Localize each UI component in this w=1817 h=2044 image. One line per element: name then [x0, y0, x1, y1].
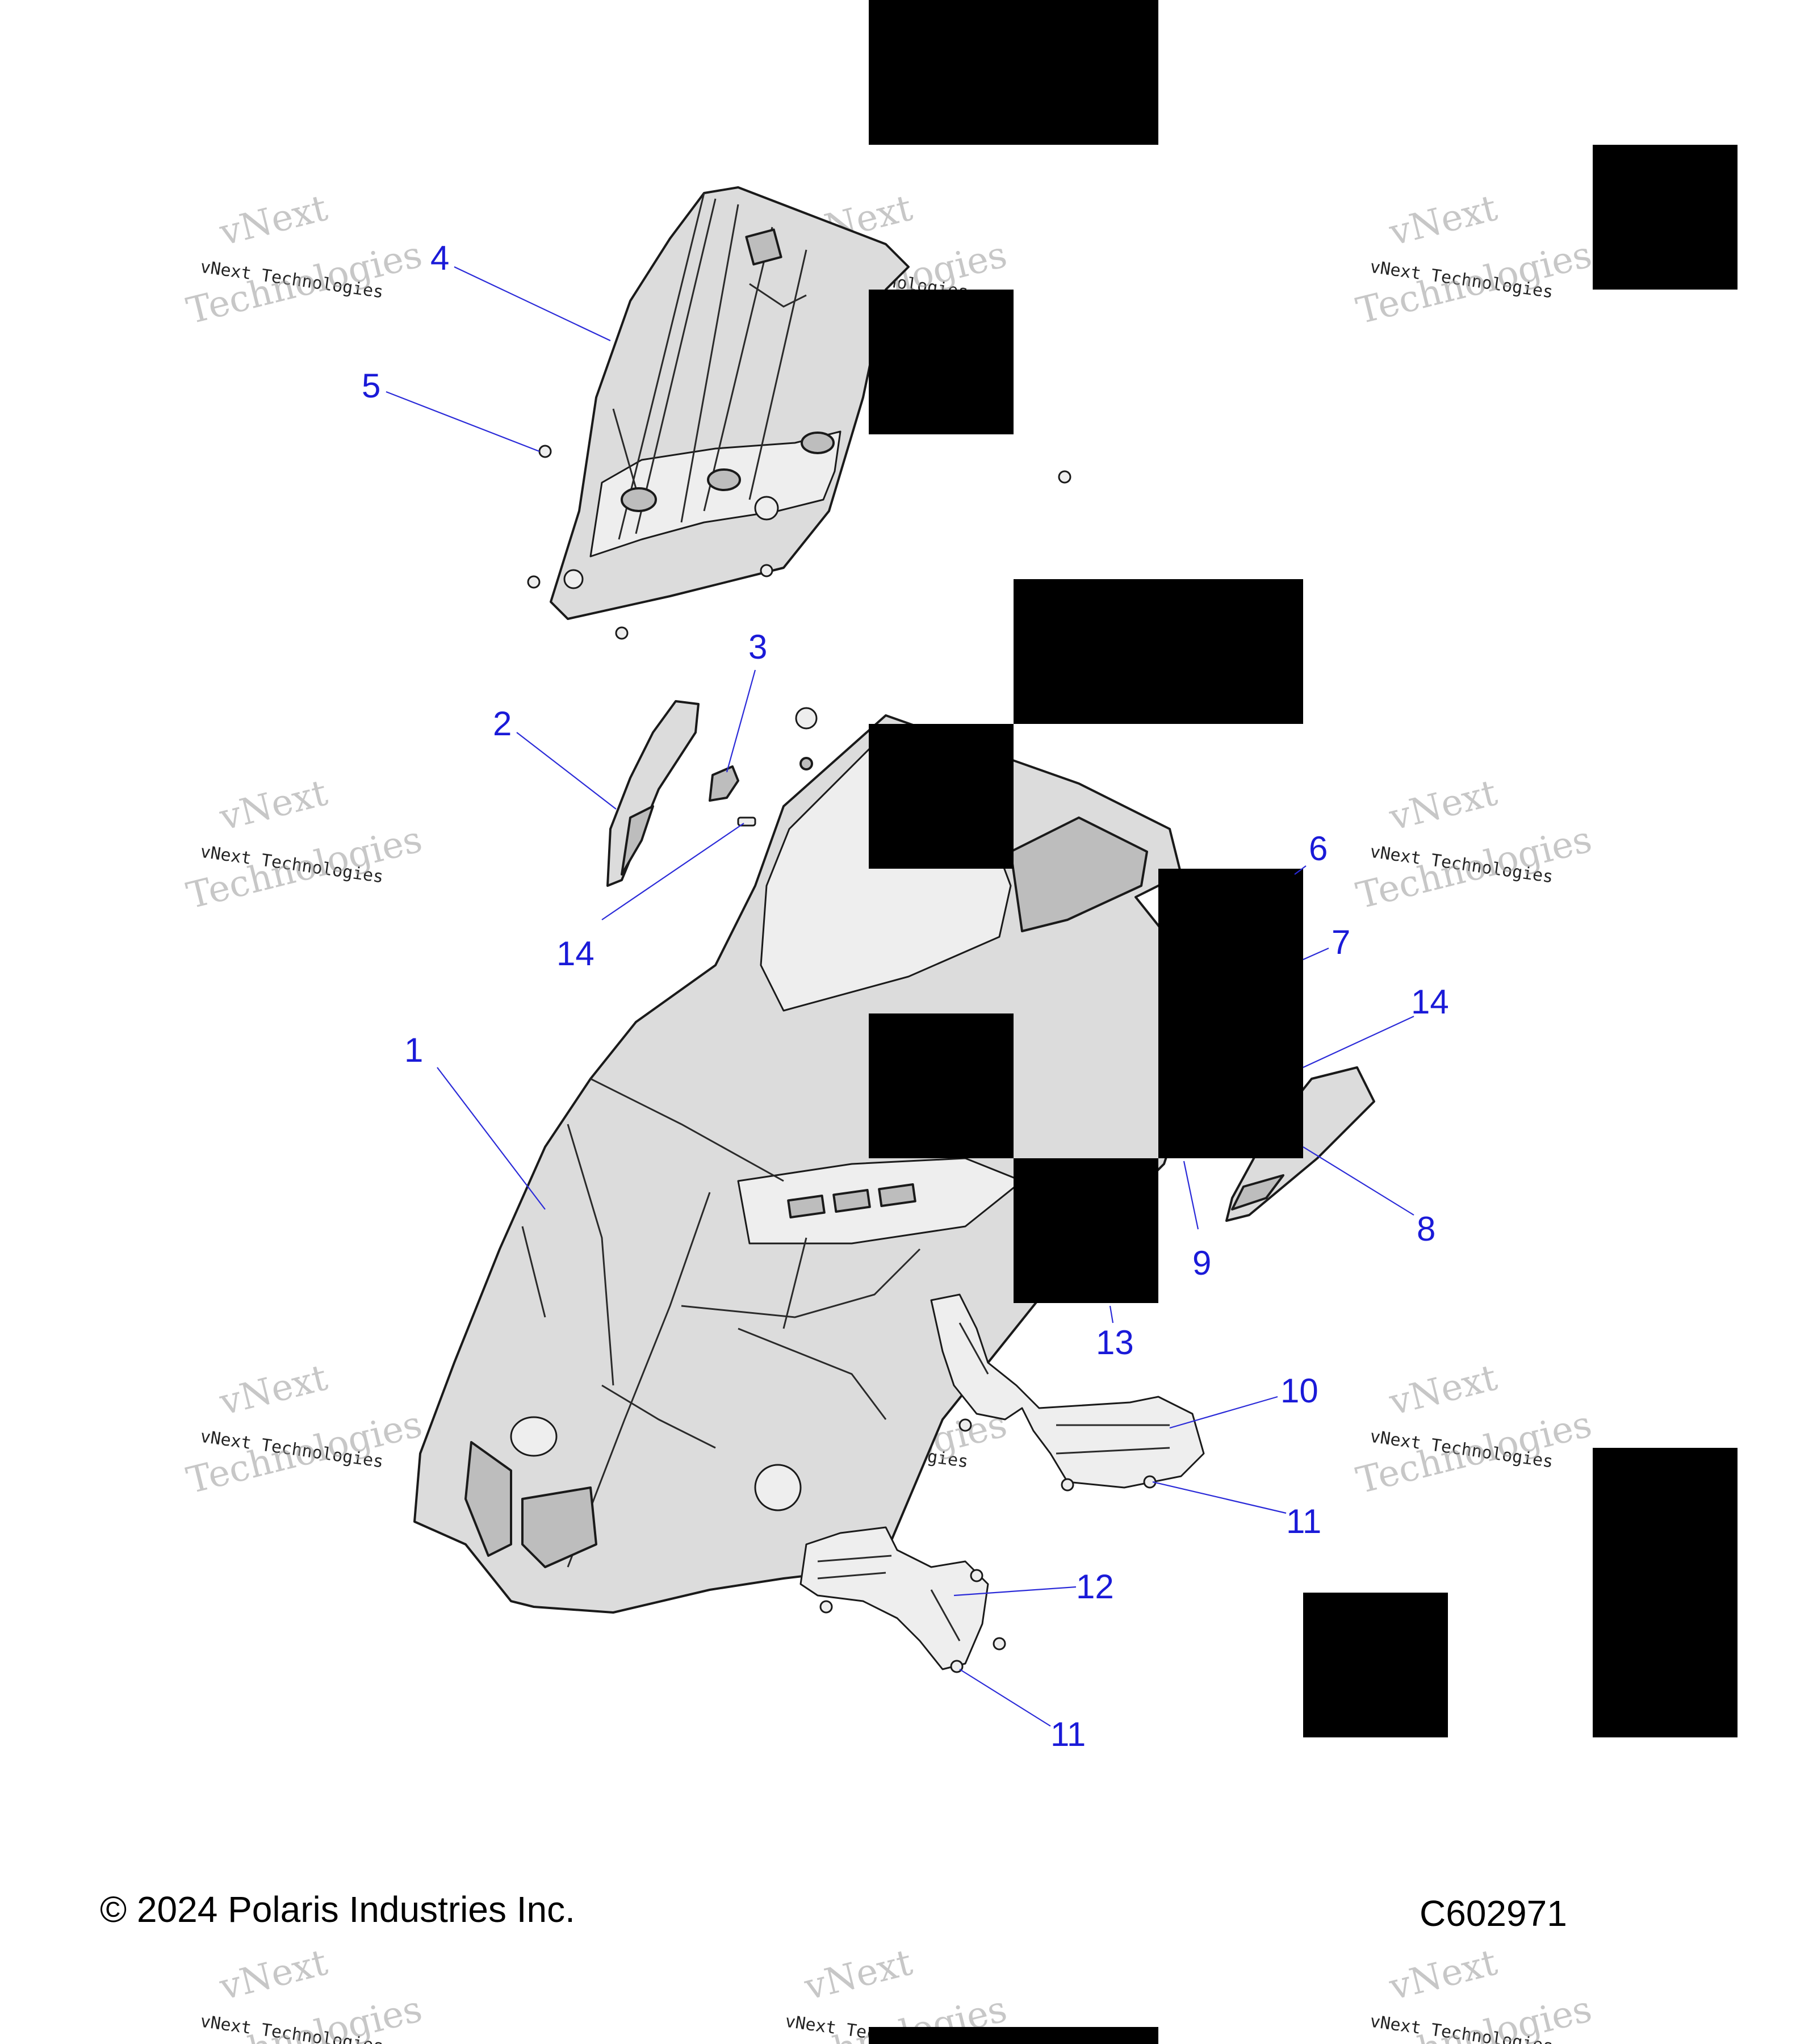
callout-1: 1: [404, 1031, 546, 1210]
redaction-block: [1014, 1158, 1158, 1303]
redaction-block: [1303, 1593, 1448, 1737]
redaction-block: [869, 724, 1014, 869]
decal-plate-lower-part: [799, 1526, 989, 1670]
watermark: vNext vNext Technologies Technologies: [1353, 1356, 1596, 1502]
clip-part: [709, 765, 739, 802]
svg-text:Technologies: Technologies: [1353, 234, 1596, 333]
callout-label: 6: [1309, 830, 1328, 868]
redaction-block: [1014, 579, 1303, 724]
watermark: vNext vNext Technologies Technologies: [183, 187, 426, 332]
callout-11-lower: 11: [959, 1669, 1086, 1753]
callout-label: 7: [1332, 923, 1350, 961]
watermark: vNext vNext Technologies Technologies: [183, 1941, 426, 2044]
svg-text:Technologies: Technologies: [183, 1404, 426, 1502]
svg-text:Technologies: Technologies: [183, 819, 426, 918]
callout-14-right: 14: [1303, 983, 1449, 1068]
svg-text:Technologies: Technologies: [1353, 1404, 1596, 1502]
callout-10: 10: [1169, 1372, 1318, 1429]
callout-label: 12: [1076, 1568, 1114, 1606]
callout-13: 13: [1096, 1305, 1134, 1362]
callout-8: 8: [1303, 1146, 1435, 1248]
svg-text:vNext: vNext: [1385, 1356, 1501, 1424]
callout-label: 4: [430, 239, 449, 277]
redaction-block: [869, 0, 1158, 145]
svg-text:vNext: vNext: [1385, 1941, 1501, 2009]
watermark: vNext vNext Technologies Technologies: [1353, 1941, 1596, 2044]
callout-label: 13: [1096, 1323, 1134, 1362]
callout-4: 4: [430, 239, 611, 341]
windshield-part: [550, 186, 910, 620]
svg-text:Technologies: Technologies: [1353, 819, 1596, 918]
callout-5: 5: [362, 367, 540, 453]
callout-14-left: 14: [556, 823, 744, 973]
callout-label: 8: [1417, 1210, 1435, 1248]
watermark: vNext vNext Technologies Technologies: [1353, 772, 1596, 917]
svg-text:vNext: vNext: [215, 187, 332, 254]
watermark: vNext vNext Technologies Technologies: [1353, 187, 1596, 332]
redaction-block: [1593, 1448, 1738, 1737]
callout-label: 5: [362, 367, 380, 405]
svg-text:Technologies: Technologies: [183, 234, 426, 333]
redaction-block: [869, 2027, 1158, 2044]
callout-11-upper: 11: [1152, 1481, 1321, 1540]
watermark: vNext vNext Technologies Technologies: [183, 1356, 426, 1502]
callout-label: 11: [1050, 1715, 1086, 1753]
callout-label: 14: [556, 935, 594, 973]
callout-label: 2: [493, 705, 512, 743]
svg-text:vNext: vNext: [1385, 187, 1501, 254]
svg-text:vNext: vNext: [800, 1941, 916, 2009]
svg-text:vNext: vNext: [215, 772, 332, 839]
callout-label: 3: [748, 628, 767, 666]
callout-9: 9: [1183, 1161, 1211, 1282]
redaction-block: [1593, 145, 1738, 290]
callout-7: 7: [1303, 923, 1350, 961]
svg-text:vNext: vNext: [215, 1941, 332, 2009]
watermark: vNext vNext Technologies Technologies: [183, 772, 426, 917]
callout-label: 14: [1411, 983, 1449, 1021]
callout-label: 10: [1280, 1372, 1318, 1410]
redaction-block: [1158, 869, 1303, 1158]
callout-2: 2: [493, 705, 617, 810]
redaction-block: [869, 290, 1014, 434]
svg-text:vNext: vNext: [215, 1356, 332, 1424]
decal-plate-upper-part: [930, 1293, 1205, 1489]
callout-label: 9: [1192, 1244, 1211, 1282]
callout-label: 1: [404, 1031, 423, 1069]
callout-6: 6: [1294, 830, 1328, 875]
callout-12: 12: [953, 1568, 1114, 1606]
svg-text:vNext: vNext: [1385, 772, 1501, 839]
side-trim-left-part: [606, 700, 700, 887]
redaction-block: [869, 1013, 1014, 1158]
figure-code: C602971: [1420, 1893, 1567, 1934]
grommet-part: [819, 1418, 1157, 1673]
callout-label: 11: [1286, 1502, 1321, 1540]
screw-part: [527, 445, 1071, 640]
redaction-group: [869, 0, 1738, 2044]
callout-3: 3: [726, 628, 767, 773]
fastener-part: [737, 707, 818, 827]
copyright-text: © 2024 Polaris Industries Inc.: [100, 1889, 575, 1930]
